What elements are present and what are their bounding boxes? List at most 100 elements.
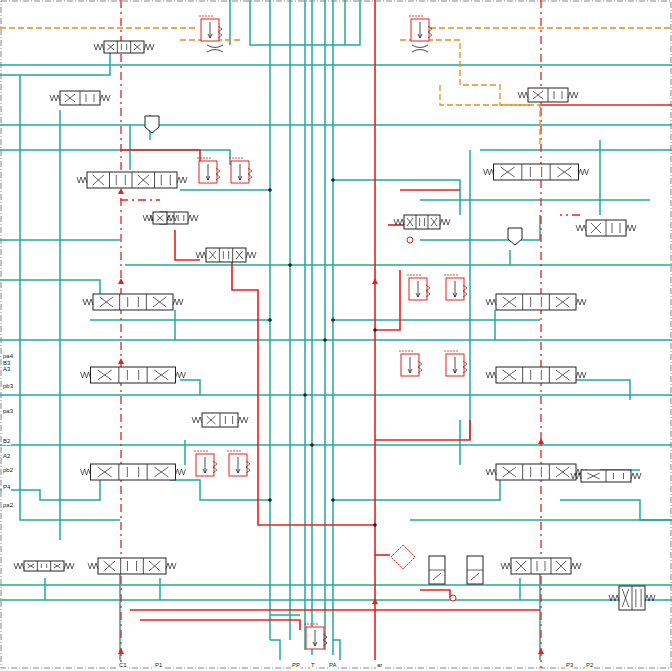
hydraulic-line [333,319,540,321]
relief-valve [399,351,422,376]
flow-arrow [118,188,124,194]
hydraulic-line [229,0,231,45]
relief-valve [407,275,430,300]
hydraulic-line [420,199,650,201]
flow-arrow [372,278,378,284]
hydraulic-line [0,47,110,75]
port-label: A3 [2,366,11,373]
directional-valve [77,172,187,188]
hydraulic-line [159,578,161,600]
hydraulic-line [140,620,300,630]
hydraulic-line [333,640,340,660]
junction-dot [268,318,272,322]
hydraulic-line [0,124,672,126]
relief-valve [304,624,327,649]
port-label: C1 [118,662,128,669]
hydraulic-line [289,0,291,640]
hydraulic-line [125,264,672,266]
drain-line [400,40,530,105]
directional-valve [50,91,110,105]
hydraulic-line [333,480,500,500]
orifice-symbol [207,45,223,52]
check-valve [450,595,456,601]
hydraulic-line [311,0,313,655]
hydraulic-line [333,180,460,215]
hydraulic-line [174,310,176,340]
hydraulic-line [119,560,121,660]
hydraulic-line [184,440,186,465]
hydraulic-line [120,150,200,165]
hydraulic-line [375,270,400,330]
junction-dot [331,318,335,322]
flow-arrow [538,438,544,444]
port-label: ar [376,662,383,669]
port-label: A2 [2,453,11,460]
hydraulic-line [0,150,230,165]
hydraulic-line [519,578,521,600]
directional-valve [484,164,589,180]
hydraulic-line [0,599,672,601]
pressure-valve [429,556,445,584]
hydraulic-line [59,110,61,540]
port-label: PP [291,662,301,669]
directional-valve [81,367,186,383]
hydraulic-line [270,614,300,616]
hydraulic-line [170,480,270,500]
hydraulic-line [480,149,672,151]
junction-dot [310,443,314,447]
relief-valve [444,275,467,300]
hydraulic-line [560,500,672,520]
hydraulic-line [175,230,200,260]
pilot-line [120,199,160,200]
flow-arrow [118,358,124,364]
directional-valve [518,88,578,102]
hydraulic-line [375,609,540,611]
relief-valve [229,158,252,183]
hydraulic-line [459,420,461,465]
port-label: pb2 [2,467,14,474]
shuttle-valve [145,116,159,133]
hydraulic-line [0,64,672,66]
directional-valve [571,470,641,482]
directional-valve [486,464,586,480]
port-label: P3 [565,662,574,669]
hydraulic-line [0,444,672,446]
relief-valve [197,158,220,183]
hydraulic-line [375,420,470,440]
directional-valve [609,586,655,610]
flow-arrow [118,278,124,284]
shuttle-valve [508,228,522,245]
hydraulic-line [344,0,346,45]
directional-valve [83,294,183,310]
drain-line [430,27,672,28]
hydraulic-line [180,189,270,191]
directional-valve [81,464,186,480]
flow-arrow [118,648,124,654]
hydraulic-line [250,0,360,45]
hydraulic-line [494,310,496,340]
hydraulic-line [90,319,270,321]
junction-dot [373,523,377,527]
hydraulic-line [0,339,672,341]
hydraulic-line [232,262,375,525]
directional-valve [150,212,198,224]
junction-dot [288,263,292,267]
hydraulic-line [469,150,471,440]
hydraulic-line [270,640,280,660]
directional-valve [486,294,586,310]
hydraulic-line [599,140,601,215]
hydraulic-line [44,578,46,600]
junction-dot [323,338,327,342]
hydraulic-line [0,584,672,586]
directional-valve [576,220,636,236]
hydraulic-line [130,609,375,611]
hydraulic-line [129,125,131,170]
relief-valve [409,16,432,41]
check-valve [407,237,413,243]
relief-valve [444,351,467,376]
directional-valve [486,367,586,383]
directional-valve [196,248,256,262]
